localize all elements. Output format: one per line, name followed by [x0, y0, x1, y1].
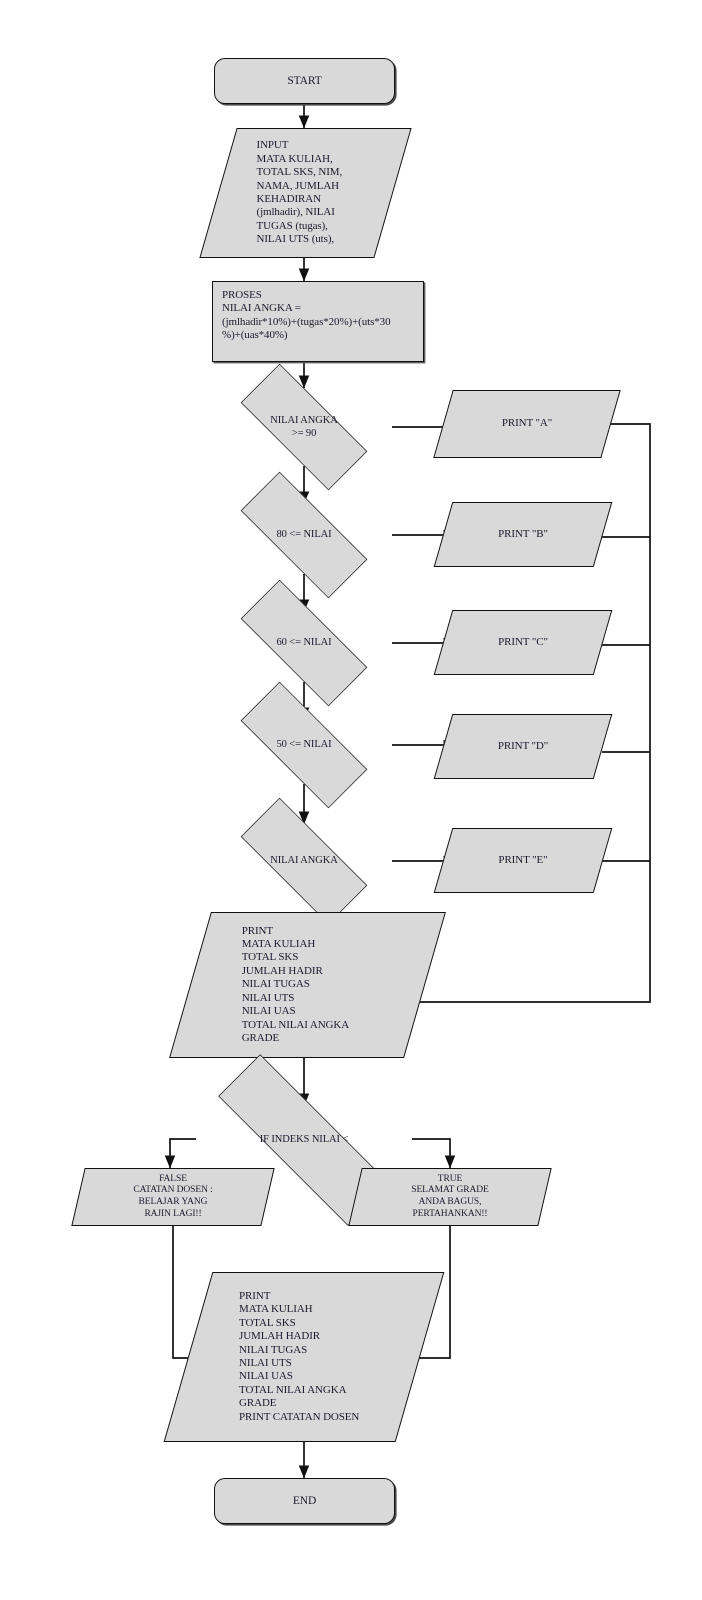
- node-print-c[interactable]: PRINT "C": [433, 610, 613, 675]
- node-decision-b-label: 80 <= NILAI: [276, 529, 332, 541]
- node-print-summary-label: PRINT MATA KULIAH TOTAL SKS JUMLAH HADIR…: [241, 924, 350, 1044]
- node-branch-true[interactable]: TRUE SELAMAT GRADE ANDA BAGUS, PERTAHANK…: [348, 1168, 552, 1226]
- node-decision-nilai-50[interactable]: 50 <= NILAI: [216, 681, 392, 809]
- node-input[interactable]: INPUT MATA KULIAH, TOTAL SKS, NIM, NAMA,…: [199, 128, 412, 258]
- node-decision-indeks-nilai[interactable]: IF INDEKS NILAI <: [174, 1054, 434, 1226]
- node-print-final[interactable]: PRINT MATA KULIAH TOTAL SKS JUMLAH HADIR…: [163, 1272, 445, 1442]
- node-decision-indeks-label: IF INDEKS NILAI <: [259, 1134, 349, 1146]
- node-print-d-label: PRINT "D": [497, 739, 549, 752]
- node-proses-label: PROSES NILAI ANGKA = (jmlhadir*10%)+(tug…: [222, 289, 391, 342]
- node-decision-nilai-angka-90[interactable]: NILAI ANGKA >= 90: [216, 363, 392, 491]
- node-branch-false-label: FALSE CATATAN DOSEN : BELAJAR YANG RAJIN…: [133, 1173, 213, 1219]
- node-print-a-label: PRINT "A": [501, 417, 553, 430]
- node-print-a[interactable]: PRINT "A": [433, 390, 621, 458]
- node-decision-e-label: NILAI ANGKA: [270, 855, 338, 867]
- node-print-b[interactable]: PRINT "B": [433, 502, 613, 567]
- node-print-e-label: PRINT "E": [498, 853, 548, 866]
- node-end-label: END: [292, 1494, 317, 1507]
- node-input-label: INPUT MATA KULIAH, TOTAL SKS, NIM, NAMA,…: [256, 139, 343, 246]
- node-proses[interactable]: PROSES NILAI ANGKA = (jmlhadir*10%)+(tug…: [212, 281, 424, 362]
- node-end[interactable]: END: [214, 1478, 395, 1524]
- node-decision-a-label: NILAI ANGKA >= 90: [270, 414, 338, 439]
- node-decision-d-label: 50 <= NILAI: [276, 739, 332, 751]
- node-print-e[interactable]: PRINT "E": [433, 828, 613, 893]
- node-print-c-label: PRINT "C": [498, 635, 548, 648]
- node-decision-c-label: 60 <= NILAI: [276, 637, 332, 649]
- node-branch-false[interactable]: FALSE CATATAN DOSEN : BELAJAR YANG RAJIN…: [71, 1168, 275, 1226]
- node-print-final-label: PRINT MATA KULIAH TOTAL SKS JUMLAH HADIR…: [239, 1289, 360, 1423]
- node-decision-nilai-angka-e[interactable]: NILAI ANGKA: [216, 797, 392, 925]
- node-decision-nilai-80[interactable]: 80 <= NILAI: [216, 471, 392, 599]
- node-start[interactable]: START: [214, 58, 395, 104]
- node-print-summary[interactable]: PRINT MATA KULIAH TOTAL SKS JUMLAH HADIR…: [169, 912, 446, 1058]
- node-print-b-label: PRINT "B": [498, 527, 548, 540]
- node-decision-nilai-60[interactable]: 60 <= NILAI: [216, 579, 392, 707]
- node-start-label: START: [287, 74, 322, 87]
- node-branch-true-label: TRUE SELAMAT GRADE ANDA BAGUS, PERTAHANK…: [411, 1173, 489, 1219]
- node-print-d[interactable]: PRINT "D": [433, 714, 613, 779]
